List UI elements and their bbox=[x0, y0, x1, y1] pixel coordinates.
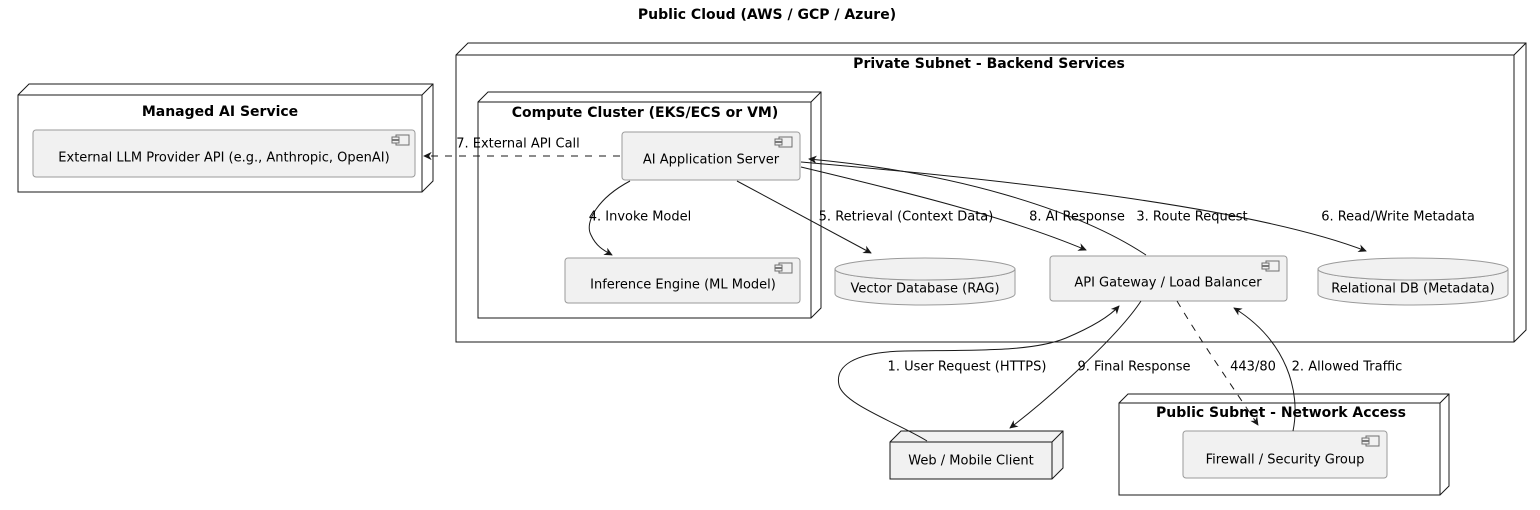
component-icon bbox=[774, 262, 793, 274]
firewall-label: Firewall / Security Group bbox=[1205, 452, 1365, 468]
diagram-title: Public Cloud (AWS / GCP / Azure) bbox=[637, 7, 897, 23]
private-subnet-title: Private Subnet - Backend Services bbox=[853, 56, 1125, 72]
component-icon bbox=[1361, 435, 1380, 447]
edge-label-ai-response: 8. AI Response bbox=[1029, 209, 1125, 225]
database-relational-db bbox=[1317, 257, 1509, 306]
edge-label-retrieval: 5. Retrieval (Context Data) bbox=[818, 209, 994, 225]
edge-user-request bbox=[837, 305, 1120, 442]
component-icon bbox=[1261, 260, 1280, 272]
edge-label-firewall-port: 443/80 bbox=[1230, 359, 1276, 375]
edge-label-allowed-traffic: 2. Allowed Traffic bbox=[1291, 359, 1403, 375]
edge-read-write-metadata bbox=[800, 161, 1367, 253]
component-icon bbox=[391, 134, 410, 146]
node-web-mobile-client bbox=[889, 430, 1064, 480]
vector-db-label: Vector Database (RAG) bbox=[850, 281, 1000, 297]
api-gateway-label: API Gateway / Load Balancer bbox=[1074, 275, 1262, 291]
edge-label-final-response: 9. Final Response bbox=[1077, 359, 1191, 375]
component-external-llm-api bbox=[32, 129, 416, 178]
web-mobile-client-label: Web / Mobile Client bbox=[908, 453, 1034, 469]
edge-ai-response bbox=[800, 166, 1087, 251]
edge-final-response bbox=[1009, 300, 1142, 429]
managed-ai-service-title: Managed AI Service bbox=[141, 104, 299, 120]
edge-route-request bbox=[808, 155, 1147, 256]
edge-label-invoke-model: 4. Invoke Model bbox=[588, 209, 692, 225]
component-api-gateway bbox=[1049, 255, 1288, 302]
component-ai-application-server bbox=[621, 131, 801, 181]
component-icon bbox=[774, 136, 793, 148]
edge-label-external-api-call: 7. External API Call bbox=[456, 136, 580, 152]
external-llm-api-label: External LLM Provider API (e.g., Anthrop… bbox=[58, 150, 390, 166]
compute-cluster-title: Compute Cluster (EKS/ECS or VM) bbox=[511, 105, 779, 121]
edge-label-read-write-metadata: 6. Read/Write Metadata bbox=[1321, 209, 1475, 225]
edge-retrieval bbox=[736, 180, 872, 254]
ai-application-server-label: AI Application Server bbox=[642, 152, 780, 168]
public-subnet-title: Public Subnet - Network Access bbox=[1156, 405, 1406, 421]
edge-label-user-request: 1. User Request (HTTPS) bbox=[887, 359, 1047, 375]
edge-firewall-port bbox=[1176, 300, 1259, 426]
edge-label-route-request: 3. Route Request bbox=[1136, 209, 1248, 225]
inference-engine-label: Inference Engine (ML Model) bbox=[590, 277, 776, 293]
component-inference-engine bbox=[564, 257, 801, 304]
relational-db-label: Relational DB (Metadata) bbox=[1331, 281, 1495, 297]
edge-invoke-model bbox=[588, 180, 631, 256]
edge-allowed-traffic bbox=[1233, 307, 1296, 432]
database-vector-db bbox=[834, 257, 1016, 306]
component-firewall bbox=[1182, 430, 1388, 479]
